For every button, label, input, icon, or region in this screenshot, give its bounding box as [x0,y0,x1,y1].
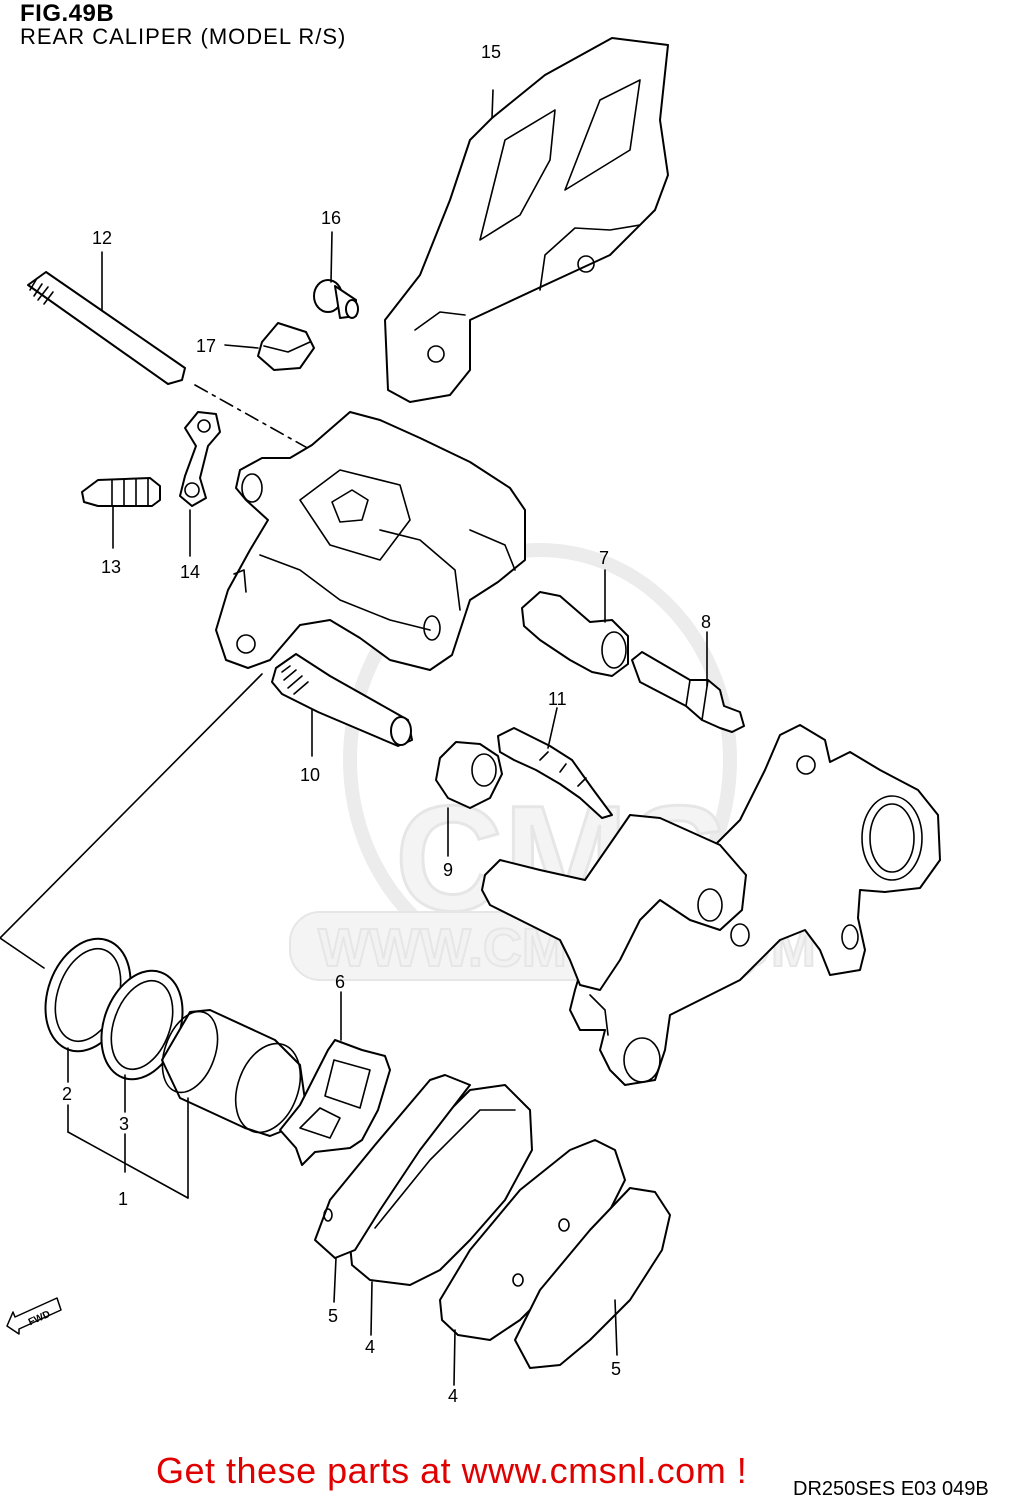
leader-5b [614,1299,618,1356]
leader-4a [370,1281,373,1336]
part-12-pin [27,271,186,385]
label-9: 9 [443,860,453,880]
part-13-bleeder [81,477,161,507]
part-14-cap [179,411,221,507]
part-8-pin-bolt [631,651,745,733]
part-9-boot [435,741,503,809]
label-8: 8 [701,612,711,632]
exploded-parts-diagram: CMS WWW.CMSNL.COM [0,37,941,1406]
part-7-boot [521,591,629,677]
label-13: 13 [101,557,121,577]
leader-4b [453,1329,456,1386]
center-line-12 [194,384,321,456]
leader-15 [491,89,494,119]
label-11: 11 [548,689,567,709]
part-17-cap [257,322,315,371]
center-line-10b [0,937,45,969]
caliper-body [215,411,526,671]
part-10-slide-pin [271,653,413,747]
label-1: 1 [118,1189,128,1209]
label-14: 14 [180,562,200,582]
part-11-pad-spring [497,727,613,819]
leader-17 [224,344,259,349]
footer-parts-link[interactable]: Get these parts at www.cmsnl.com ! [156,1450,748,1491]
part-16-bolt [313,279,359,319]
part-5-shim-right [514,1187,671,1369]
label-4b: 4 [448,1386,458,1406]
label-5b: 5 [611,1359,621,1379]
label-2: 2 [62,1084,72,1104]
part-5-shim-left [314,1074,471,1259]
label-15: 15 [481,42,501,62]
part-6-shim [279,1039,391,1166]
leader-16 [330,231,333,283]
label-7: 7 [599,548,609,568]
label-16: 16 [321,208,341,228]
diagram-code: DR250SES E03 049B [793,1478,989,1500]
label-3: 3 [119,1114,129,1134]
part-15-bracket-cover [384,37,669,403]
part-1-piston [161,1009,306,1137]
fwd-arrow-icon: FWD [6,1297,62,1335]
label-6: 6 [335,972,345,992]
figure-title: REAR CALIPER (MODEL R/S) [20,24,347,49]
center-line-10 [0,673,263,939]
label-10: 10 [300,765,320,785]
leader-11 [547,707,558,749]
leader-5a [333,1257,337,1303]
label-12: 12 [92,228,112,248]
label-4a: 4 [365,1337,375,1357]
caliper-bracket [481,724,941,1086]
figure-number: FIG.49B [20,0,115,27]
label-17: 17 [196,336,216,356]
label-5a: 5 [328,1306,338,1326]
leader-group-1 [67,1047,189,1199]
part-labels: 1 2 3 4 4 5 5 6 7 8 9 10 11 12 13 14 15 … [62,42,711,1406]
